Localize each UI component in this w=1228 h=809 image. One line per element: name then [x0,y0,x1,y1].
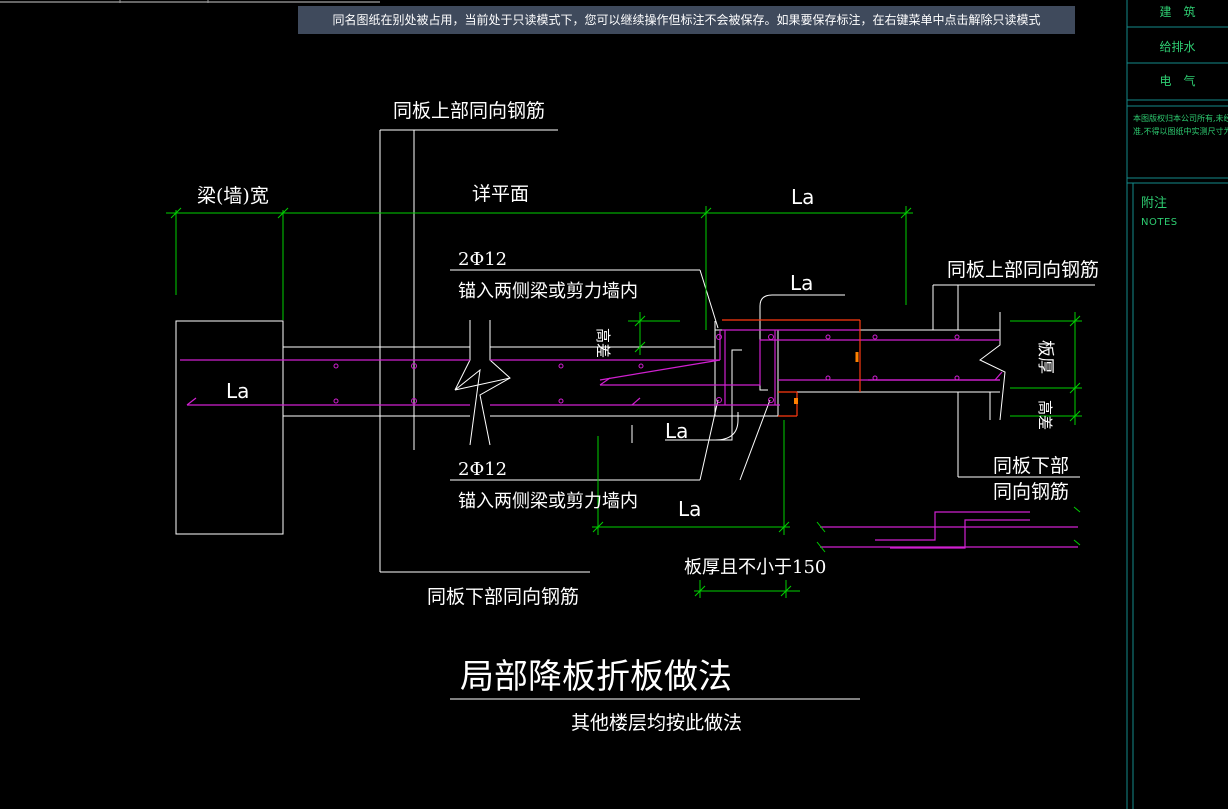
label-la-middle: La [665,419,688,443]
panel-copyright-line1: 本图版权归本公司所有,未经允许 [1133,114,1228,123]
side-panel-frame [1126,0,1228,809]
drawing-title: 局部降板折板做法 [460,657,732,697]
dimension-lines [166,206,1082,598]
label-slab-thickness: 板厚 [1035,340,1055,374]
label-beam-width: 梁(墙)宽 [197,185,269,207]
side-panel: 建 筑 给排水 电 气 本图版权归本公司所有,未经允许 准,不得以图纸中实测尺寸… [1127,0,1228,809]
label-anchor-top: 锚入两侧梁或剪力墙内 [458,281,638,302]
label-top-rebar-right: 同板上部同向钢筋 [947,259,1099,281]
label-slab-min: 板厚且不小于150 [684,557,826,578]
panel-copyright: 本图版权归本公司所有,未经允许 准,不得以图纸中实测尺寸为准 [1133,112,1228,138]
panel-item-plumbing[interactable]: 给排水 [1159,40,1196,54]
label-anchor-bottom: 锚入两侧梁或剪力墙内 [458,491,638,512]
rebar-dots [333,334,960,404]
panel-item-architecture[interactable]: 建 筑 [1159,5,1196,19]
label-la-bottom: La [678,497,701,521]
panel-copyright-line2: 准,不得以图纸中实测尺寸为准 [1133,127,1228,136]
panel-item-electrical[interactable]: 电 气 [1159,74,1196,88]
label-bottom-rebar-right-2: 同向钢筋 [993,481,1069,503]
label-bottom-rebar-left: 同板下部同向钢筋 [427,586,579,608]
panel-appendix-label: 附注 [1141,196,1168,211]
drawing-subtitle: 其他楼层均按此做法 [571,712,742,734]
label-bottom-rebar-right-1: 同板下部 [993,455,1069,477]
label-2phi12-bottom: 2Φ12 [458,459,507,480]
rebar-lines [180,329,1078,549]
read-only-notice: 同名图纸在别处被占用，当前处于只读模式下，您可以继续操作但标注不会被保存。如果要… [298,6,1075,34]
panel-notes-label: NOTES [1141,217,1178,228]
label-la-top: La [791,185,814,209]
label-top-rebar-left: 同板上部同向钢筋 [393,100,545,122]
label-see-plan: 详平面 [472,183,529,205]
label-la-upper-right: La [790,271,813,295]
structure-lines [175,129,1095,573]
accent-marks [722,319,861,417]
label-height-diff-left: 高差 [594,328,612,358]
rebar-small-ticks [816,506,1081,553]
label-la-beam: La [226,379,249,403]
label-2phi12-top: 2Φ12 [458,249,507,270]
label-height-diff-right: 高差 [1036,400,1054,430]
top-tab-strip [0,0,380,3]
